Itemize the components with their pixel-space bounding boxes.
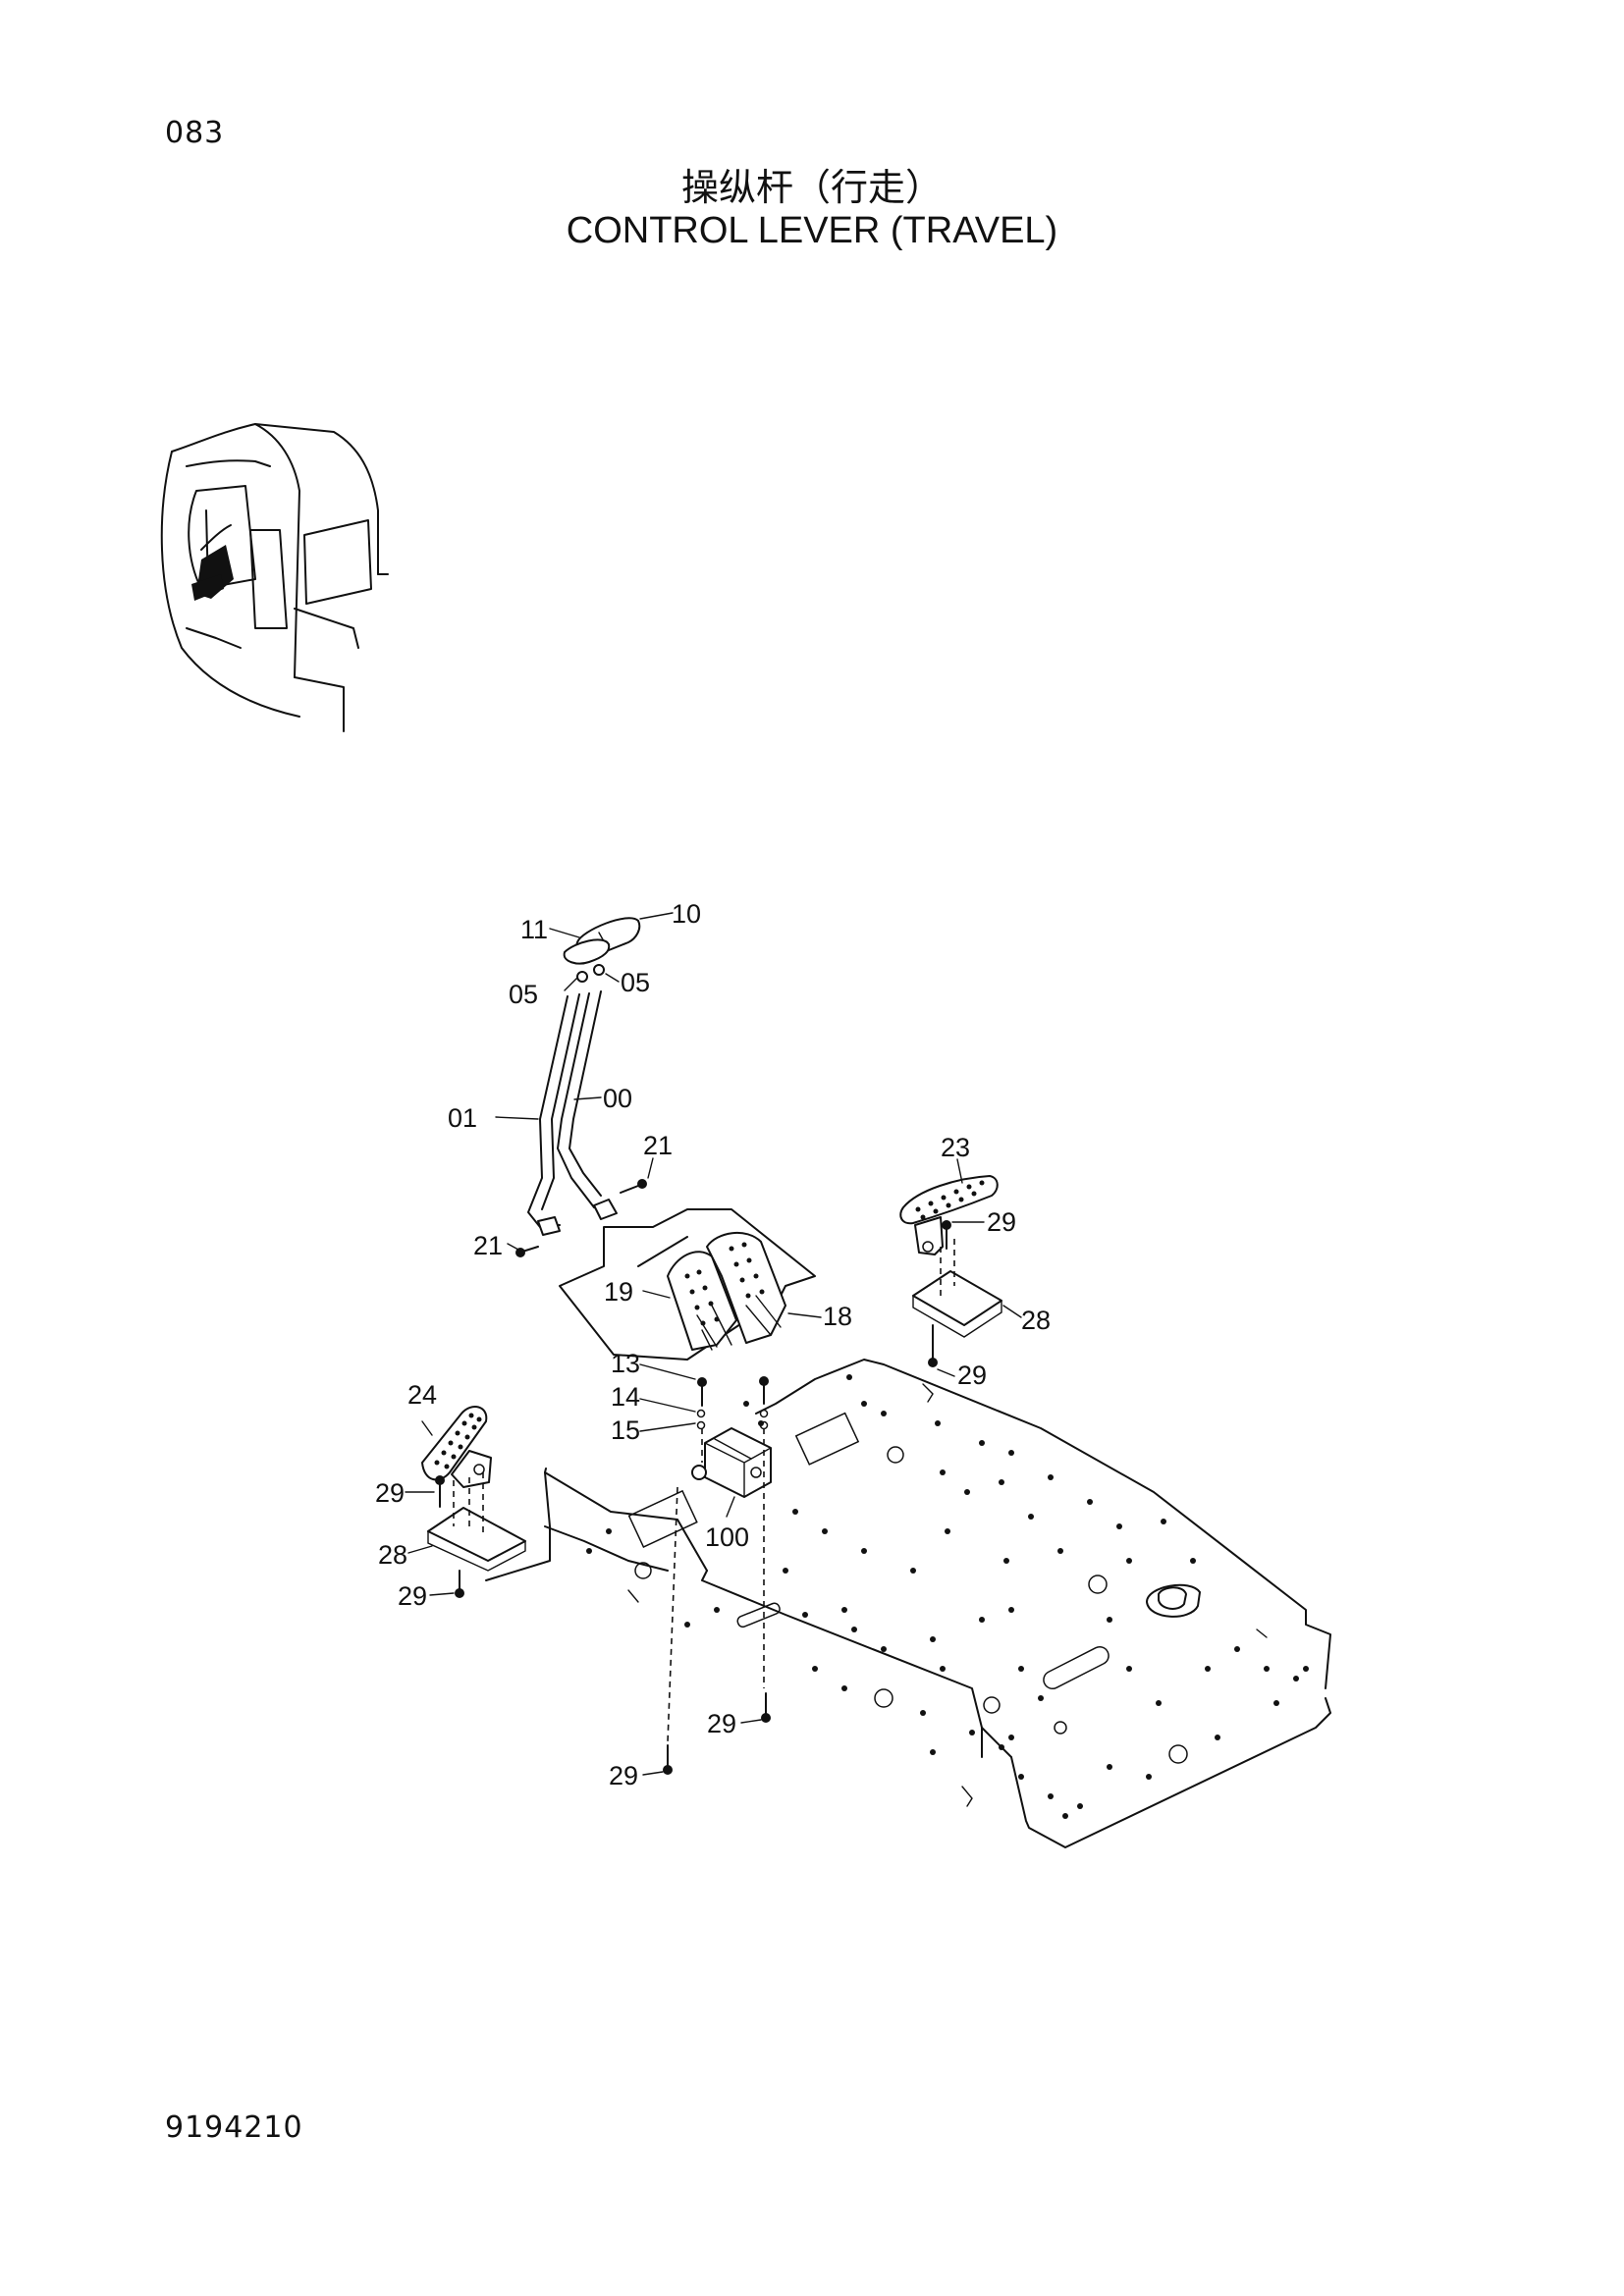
label-14: 14 (611, 1382, 640, 1412)
label-18: 18 (823, 1302, 852, 1331)
label-29-right-bracket: 29 (957, 1361, 987, 1390)
leader-lines (405, 912, 1022, 1776)
label-28-right: 28 (1021, 1306, 1051, 1335)
grip-handles (563, 917, 641, 983)
label-24: 24 (407, 1380, 437, 1410)
label-23: 23 (941, 1133, 970, 1162)
cab-locator-illustration (160, 423, 389, 732)
document-code: 9194210 (165, 2110, 303, 2145)
assembly-dashed-lines (453, 1239, 955, 1743)
pilot-valve-100 (691, 1427, 772, 1498)
pedal-19 (667, 1251, 737, 1351)
label-05-right: 05 (621, 968, 650, 997)
label-29-left-bracket: 29 (398, 1581, 427, 1611)
part-number-labels: 11 10 05 05 01 00 21 21 23 29 19 18 28 1… (375, 899, 1051, 1790)
fasteners (435, 1179, 951, 1775)
floor-plate (485, 1359, 1331, 1848)
label-100: 100 (705, 1522, 749, 1552)
label-29-pedal-24: 29 (375, 1478, 405, 1508)
label-28-left: 28 (378, 1540, 407, 1570)
title-chinese: 操纵杆（行走） (680, 166, 943, 209)
pedal-18 (706, 1231, 786, 1344)
label-29-bolt-right: 29 (707, 1709, 736, 1738)
label-11: 11 (520, 915, 548, 944)
label-15: 15 (611, 1415, 640, 1445)
label-05-left: 05 (509, 980, 538, 1009)
pedal-24 (421, 1406, 492, 1488)
label-00: 00 (603, 1084, 632, 1113)
label-21-upper: 21 (643, 1131, 673, 1160)
label-13: 13 (611, 1349, 640, 1378)
label-01: 01 (448, 1103, 477, 1133)
pedal-23 (899, 1175, 999, 1255)
bracket-28-right (912, 1270, 1002, 1338)
lever-assembly (527, 990, 618, 1236)
label-29-bolt-left: 29 (609, 1761, 638, 1790)
title-english: CONTROL LEVER (TRAVEL) (566, 210, 1058, 251)
label-29-pedal-23: 29 (987, 1207, 1016, 1237)
label-21-lower: 21 (473, 1231, 503, 1260)
bracket-28-left (427, 1507, 526, 1572)
label-19: 19 (604, 1277, 633, 1307)
page-number: 083 (165, 116, 225, 150)
label-10: 10 (672, 899, 701, 929)
